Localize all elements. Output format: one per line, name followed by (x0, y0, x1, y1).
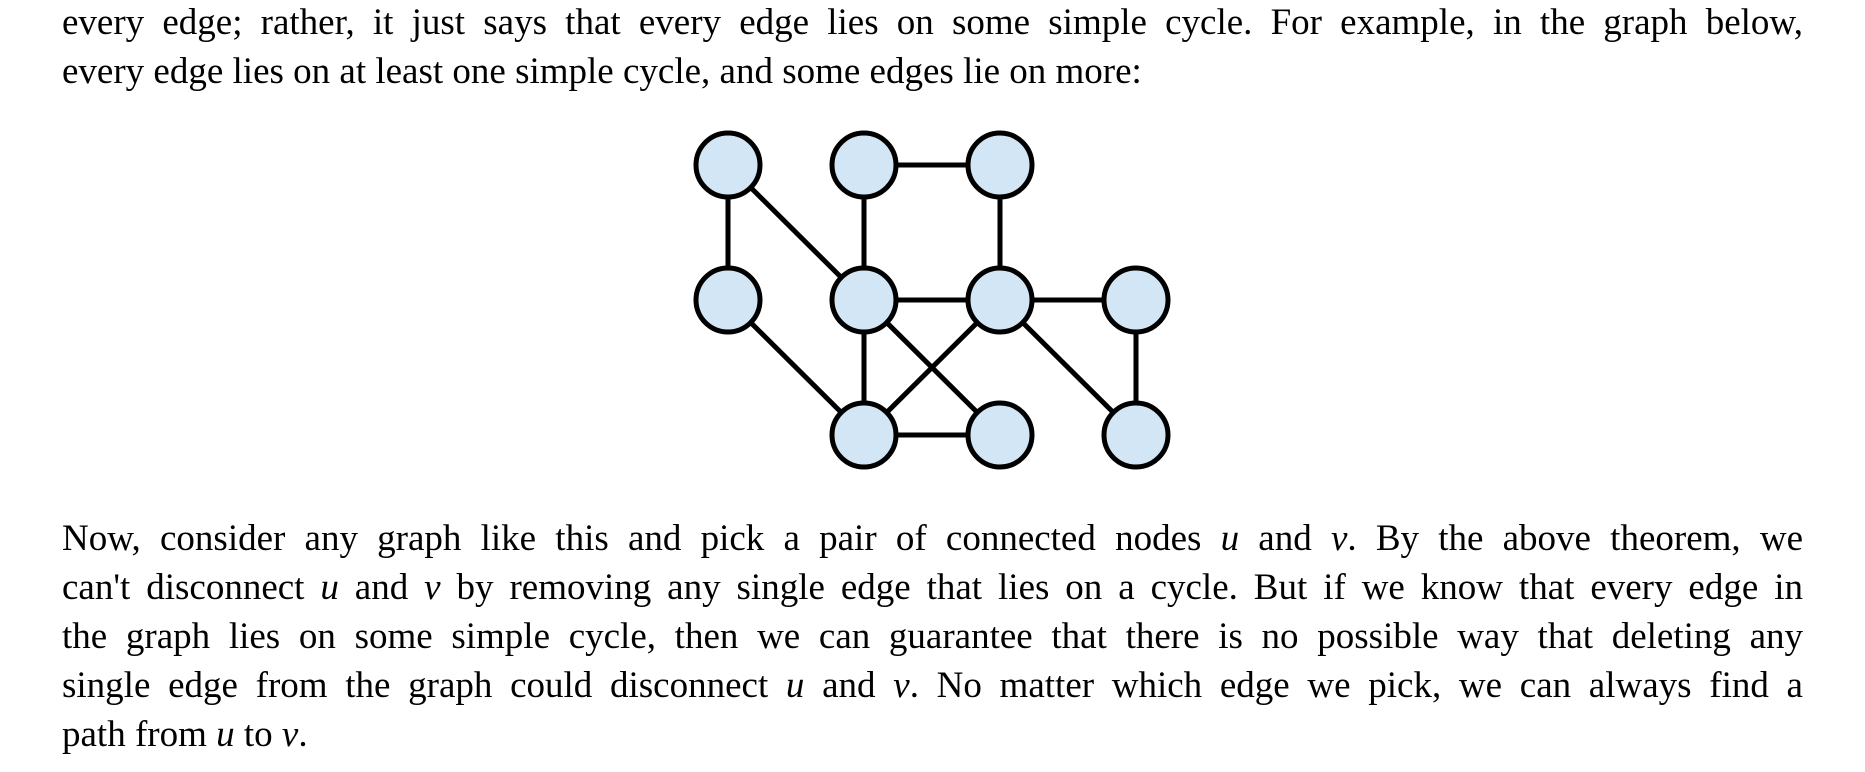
text-line: can't disconnect u and v by removing any… (62, 563, 1803, 612)
graph-node (829, 400, 899, 470)
text-run: can't disconnect (62, 567, 321, 608)
explanation-paragraph: Now, consider any graph like this and pi… (62, 514, 1803, 759)
variable-u: u (320, 567, 339, 608)
text-run: and (804, 665, 894, 706)
text-line: Now, consider any graph like this and pi… (62, 514, 1803, 563)
variable-u: u (785, 665, 805, 706)
variable-v: v (1330, 518, 1348, 559)
text-line: every edge lies on at least one simple c… (62, 51, 1142, 92)
graph-node (829, 265, 899, 335)
text-run: and (1239, 518, 1331, 559)
cycle-graph-diagram (693, 130, 1171, 470)
text-run: path from (62, 714, 217, 755)
intro-paragraph: every edge; rather, it just says that ev… (62, 0, 1803, 96)
graph-node (693, 265, 763, 335)
graph-node (829, 130, 899, 200)
variable-v: v (424, 567, 441, 608)
text-line: every edge; rather, it just says that ev… (62, 2, 1803, 43)
text-line: path from u to v. (62, 710, 1803, 759)
graph-edges (725, 162, 1139, 438)
text-run: . By the above theorem, we (1347, 518, 1803, 559)
text-line: the graph lies on some simple cycle, the… (62, 616, 1803, 657)
graph-node (1101, 265, 1171, 335)
graph-nodes (693, 130, 1171, 470)
graph-node (965, 400, 1035, 470)
text-run: . No matter which edge we pick, we can a… (909, 665, 1803, 706)
variable-v: v (893, 665, 910, 706)
text-run: and (338, 567, 425, 608)
variable-v: v (281, 714, 299, 755)
text-run: to (234, 714, 282, 755)
variable-u: u (216, 714, 235, 755)
text-run: . (298, 714, 308, 755)
text-run: by removing any single edge that lies on… (440, 567, 1803, 608)
text-run: single edge from the graph could disconn… (62, 665, 786, 706)
graph-node (965, 130, 1035, 200)
graph-node (1101, 400, 1171, 470)
text-line: single edge from the graph could disconn… (62, 661, 1803, 710)
variable-u: u (1220, 518, 1240, 559)
graph-node (965, 265, 1035, 335)
text-run: Now, consider any graph like this and pi… (62, 518, 1221, 559)
graph-node (693, 130, 763, 200)
